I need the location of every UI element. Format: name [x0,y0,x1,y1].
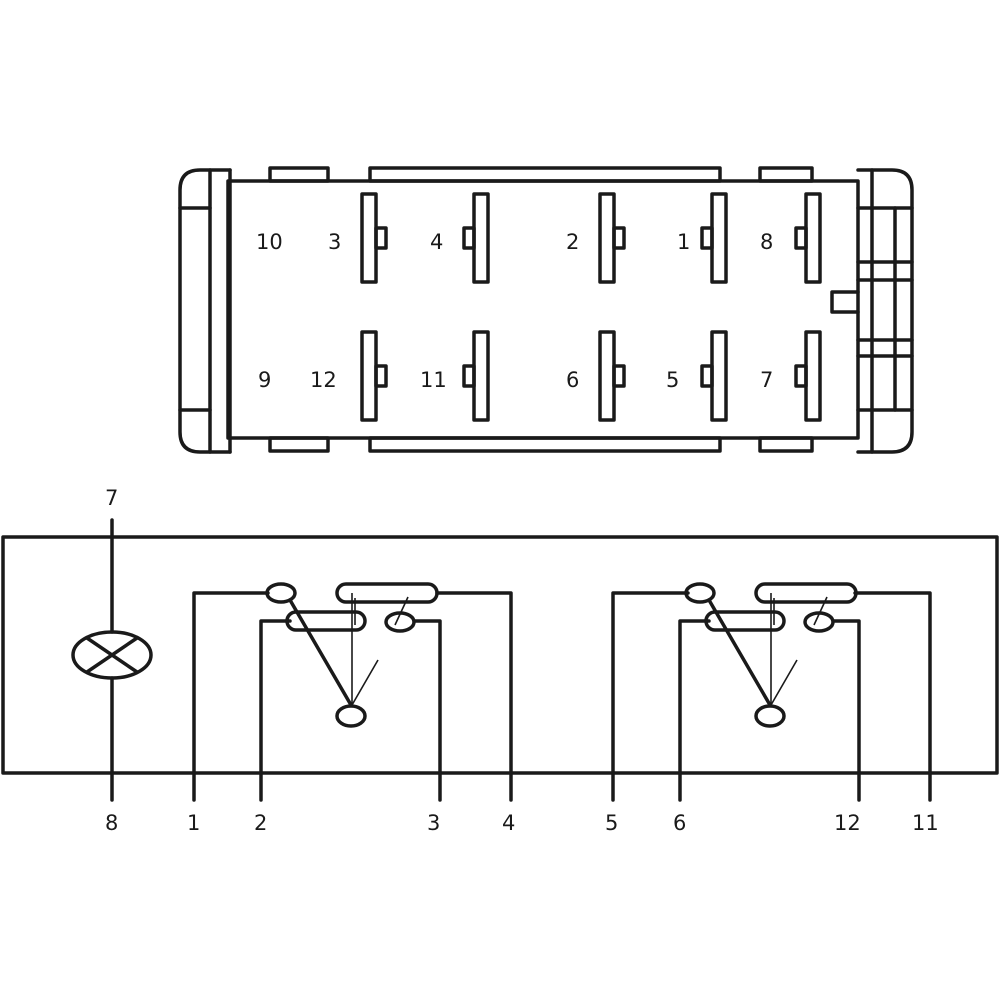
pin-label-11: 11 [912,811,939,835]
terminal-4 [462,192,490,284]
terminal-3 [360,192,388,284]
pin-label-2: 2 [254,811,267,835]
switch-right [611,582,932,802]
schematic: 7 8 1 2 3 4 5 6 12 11 [1,486,999,835]
pin-label-4: 4 [502,811,515,835]
connector-label-5: 5 [666,368,679,392]
connector-label-7: 7 [760,368,773,392]
pin-label-3: 3 [427,811,440,835]
terminals-top-row [360,192,822,284]
connector-label-1: 1 [677,230,690,254]
lamp-icon [71,630,153,680]
lamp-pin-label-8: 8 [105,811,118,835]
lamp-circuit [71,518,153,802]
schematic-labels: 7 8 1 2 3 4 5 6 12 11 [105,486,939,835]
switch-left [192,582,513,802]
terminal-2 [598,192,626,284]
terminal-5 [700,330,728,422]
terminal-12 [360,330,388,422]
pin-label-12: 12 [834,811,861,835]
terminal-7 [794,330,822,422]
connector-label-12: 12 [310,368,337,392]
terminal-11 [462,330,490,422]
pin-label-5: 5 [605,811,618,835]
connector-label-4: 4 [430,230,443,254]
connector-label-6: 6 [566,368,579,392]
switch-enclosure [1,535,999,775]
connector-label-9: 9 [258,368,271,392]
terminal-6 [598,330,626,422]
terminal-8 [794,192,822,284]
terminal-1 [700,192,728,284]
pin-label-1: 1 [187,811,200,835]
connector-labels: 10 3 4 2 1 8 9 12 11 6 5 7 [256,230,773,392]
pin-label-6: 6 [673,811,686,835]
terminals-bottom-row [360,330,822,422]
connector-housing [178,166,914,454]
connector-label-3: 3 [328,230,341,254]
connector-label-10: 10 [256,230,283,254]
lamp-pin-label-7: 7 [105,486,118,510]
connector-label-8: 8 [760,230,773,254]
connector-label-11: 11 [420,368,447,392]
connector-label-2: 2 [566,230,579,254]
